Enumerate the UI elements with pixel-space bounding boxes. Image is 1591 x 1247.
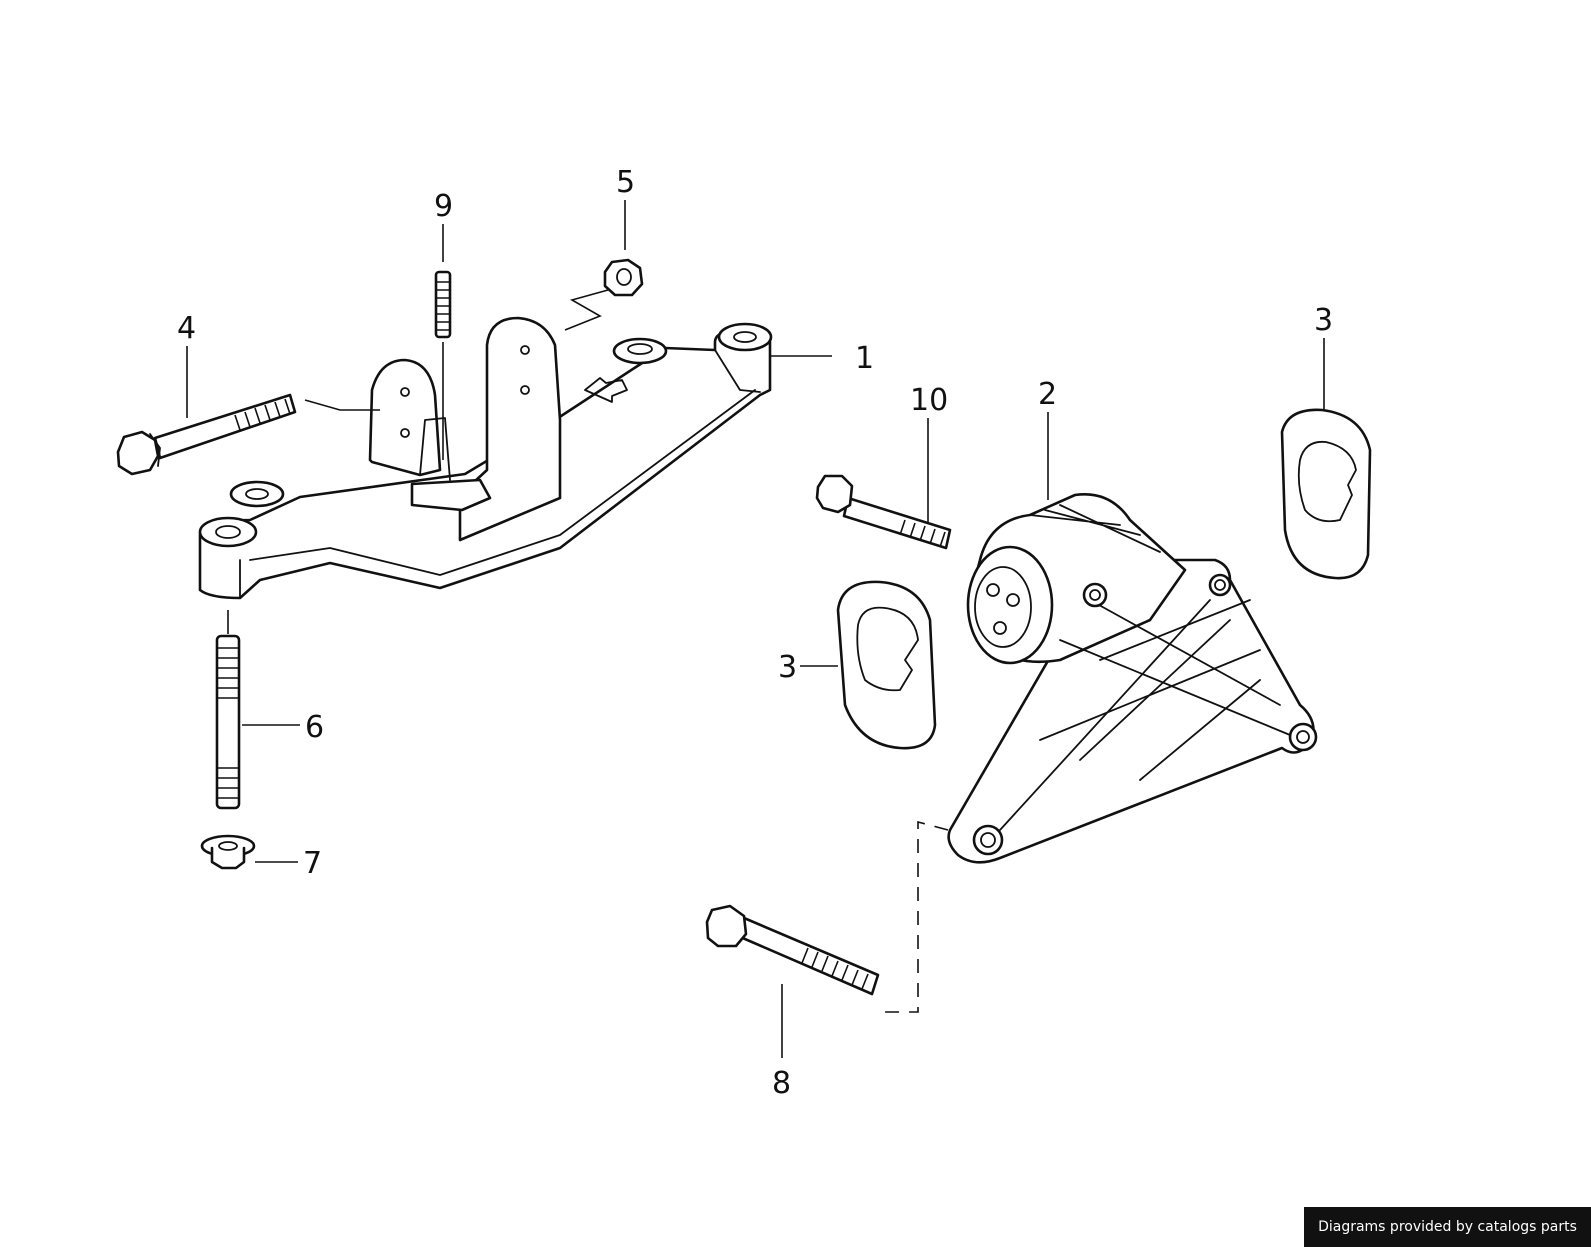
callout-2: 2 [1038,377,1057,412]
callout-5: 5 [616,165,635,200]
callout-3-right: 3 [1314,303,1333,338]
callout-3-left: 3 [778,650,797,685]
callout-4: 4 [177,311,196,346]
credit-text: Diagrams provided by catalogs parts [1318,1219,1577,1235]
engine-mount-part-2 [947,493,1318,864]
bolt-part-10 [815,474,952,550]
carrier-bracket-part-1 [198,316,773,600]
flange-nut-part-5 [603,258,644,297]
callout-6: 6 [305,710,324,745]
stud-part-9 [434,270,452,339]
callouts: 1 2 3 3 4 5 6 7 8 9 10 [177,165,1333,1101]
bolt-part-8 [705,904,880,996]
nut-part-7 [200,834,256,870]
callout-8: 8 [772,1066,791,1101]
hex-bolt-part-4 [116,393,297,476]
long-stud-part-6 [215,634,241,810]
washer-plate-part-3-right [1280,408,1372,580]
assembly-line-4 [304,399,380,411]
callout-7: 7 [303,846,322,881]
callout-1: 1 [855,341,874,376]
washer-plate-part-3-left [836,580,937,750]
callout-10: 10 [910,383,948,418]
assembly-line-5 [564,289,609,331]
assembly-line-8 [878,820,949,1013]
callout-9: 9 [434,189,453,224]
credit-badge: Diagrams provided by catalogs parts [1304,1207,1591,1247]
leader-lines [186,200,1325,1058]
